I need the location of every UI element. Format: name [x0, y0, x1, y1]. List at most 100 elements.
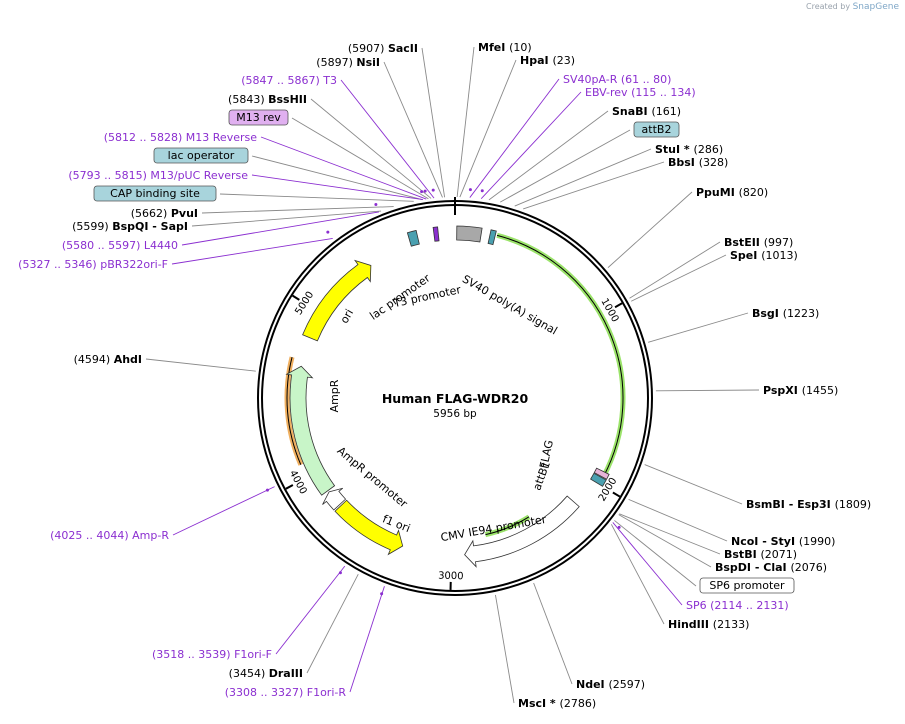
- label-text: BstEII (997): [724, 236, 793, 249]
- site-position: (328): [699, 156, 729, 169]
- label-stui: StuI * (286): [655, 143, 723, 156]
- leader-hindiii: [610, 524, 665, 625]
- label-text: (3518 .. 3539) F1ori-F: [152, 648, 272, 661]
- label-text: HpaI (23): [520, 54, 575, 67]
- label-text: PpuMI (820): [696, 186, 768, 199]
- leader-m13reverse: [260, 136, 427, 200]
- site-position: (286): [694, 143, 724, 156]
- label-box: [228, 109, 289, 126]
- leader-bsteii: [629, 241, 721, 299]
- site-name: PspXI: [763, 384, 802, 397]
- leader-mfei: [456, 46, 475, 198]
- site-name: BspQI - SapI: [112, 220, 188, 233]
- site-labels: (5907) SacII(5897) NsiI(5847 .. 5867) T3…: [18, 41, 871, 710]
- tick-mark: [292, 294, 300, 301]
- label-text: (5662) PvuI: [131, 207, 198, 220]
- leader-ncoi: [628, 498, 728, 542]
- site-name: MfeI: [478, 41, 509, 54]
- leader-ndei: [533, 582, 573, 685]
- site-position: (5662): [131, 207, 171, 220]
- primer-mark-sp6: [617, 525, 621, 529]
- label-text: HindIII (2133): [668, 618, 749, 631]
- site-name: MscI *: [518, 697, 560, 710]
- site-name: PvuI: [171, 207, 198, 220]
- site-name: EBV-rev: [585, 86, 631, 99]
- site-position: (2133): [713, 618, 750, 631]
- label-ndei: NdeI (2597): [576, 678, 645, 691]
- leader-nsi: [383, 61, 443, 198]
- plasmid-size: 5956 bp: [433, 408, 477, 420]
- label-text: MfeI (10): [478, 41, 532, 54]
- backbone-ring: [257, 197, 653, 596]
- label-ncoi: NcoI - StyI (1990): [731, 535, 835, 548]
- feature-sv40-poly-a-signal: [456, 225, 483, 243]
- snapgene-watermark: Created by SnapGene: [806, 2, 899, 12]
- site-position: (2114 .. 2131): [710, 599, 789, 612]
- label-text: PspXI (1455): [763, 384, 838, 397]
- site-position: (3454): [229, 667, 269, 680]
- label-text: (5599) BspQI - SapI: [72, 220, 188, 233]
- feature-ampr: [285, 365, 336, 496]
- site-position: (5843): [228, 93, 268, 106]
- leader-bspqi: [191, 210, 382, 227]
- site-name: BstBI: [724, 548, 761, 561]
- leader-t3: [340, 79, 435, 199]
- label-text: SnaBI (161): [612, 105, 681, 118]
- site-position: (5847 .. 5867): [241, 74, 323, 87]
- label-text: NdeI (2597): [576, 678, 645, 691]
- label-text: (4594) AhdI: [74, 353, 142, 366]
- label-t3: (5847 .. 5867) T3: [241, 74, 337, 87]
- leader-hpai: [459, 59, 517, 198]
- site-name: SP6: [686, 599, 710, 612]
- feature-label: ori: [338, 307, 356, 326]
- leader-sp6: [612, 522, 683, 606]
- site-position: (4594): [74, 353, 114, 366]
- primer-mark-f1orif: [338, 571, 342, 575]
- label-text: (5580 .. 5597) L4440: [62, 239, 178, 252]
- site-position: (2597): [608, 678, 645, 691]
- label-bsgi: BsgI (1223): [752, 307, 819, 320]
- leader-lacop: [251, 155, 423, 201]
- leader-m13rev: [291, 117, 429, 200]
- label-bsmbi: BsmBI - Esp3I (1809): [746, 498, 871, 511]
- label-box-text: attB2: [642, 123, 672, 136]
- label-saci: (5907) SacII: [348, 42, 418, 55]
- label-hindiii: HindIII (2133): [668, 618, 749, 631]
- site-name: F1ori-F: [234, 648, 272, 661]
- site-position: (1809): [835, 498, 872, 511]
- feature-attb2-box: [487, 229, 497, 246]
- leader-draiii: [306, 573, 359, 674]
- site-position: (3308 .. 3327): [225, 686, 307, 699]
- label-m13rev: M13 rev: [228, 109, 289, 126]
- tick-mark: [614, 302, 623, 309]
- tick-label: 3000: [438, 571, 464, 583]
- site-name: NsiI: [356, 56, 380, 69]
- label-box-text: CAP binding site: [110, 187, 200, 200]
- site-name: BsgI: [752, 307, 783, 320]
- label-ppumi: PpuMI (820): [696, 186, 768, 199]
- site-name: BspDI - ClaI: [715, 561, 790, 574]
- label-sv40pa: SV40pA-R (61 .. 80): [563, 73, 671, 86]
- feature-ampr-promoter: [322, 487, 347, 511]
- label-attb2: attB2: [633, 121, 680, 138]
- primer-mark-f1orir: [380, 592, 384, 596]
- site-name: Amp-R: [132, 529, 169, 542]
- site-name: pBR322ori-F: [100, 258, 168, 271]
- label-snabi: SnaBI (161): [612, 105, 681, 118]
- label-text: NcoI - StyI (1990): [731, 535, 835, 548]
- site-name: BbsI: [668, 156, 699, 169]
- feature-attb1: [590, 472, 607, 487]
- label-mfei: MfeI (10): [478, 41, 532, 54]
- site-position: (3518 .. 3539): [152, 648, 234, 661]
- site-name: M13/pUC Reverse: [150, 169, 248, 182]
- site-position: (820): [739, 186, 769, 199]
- feature-label: FLAG: [537, 439, 556, 470]
- primer-mark-ebvrev: [480, 189, 484, 193]
- label-text: SV40pA-R (61 .. 80): [563, 73, 671, 86]
- leader-f1orir: [349, 586, 385, 693]
- label-text: BstBI (2071): [724, 548, 797, 561]
- site-position: (2786): [560, 697, 597, 710]
- site-position: (5812 .. 5828): [104, 131, 186, 144]
- leader-stui: [514, 148, 652, 207]
